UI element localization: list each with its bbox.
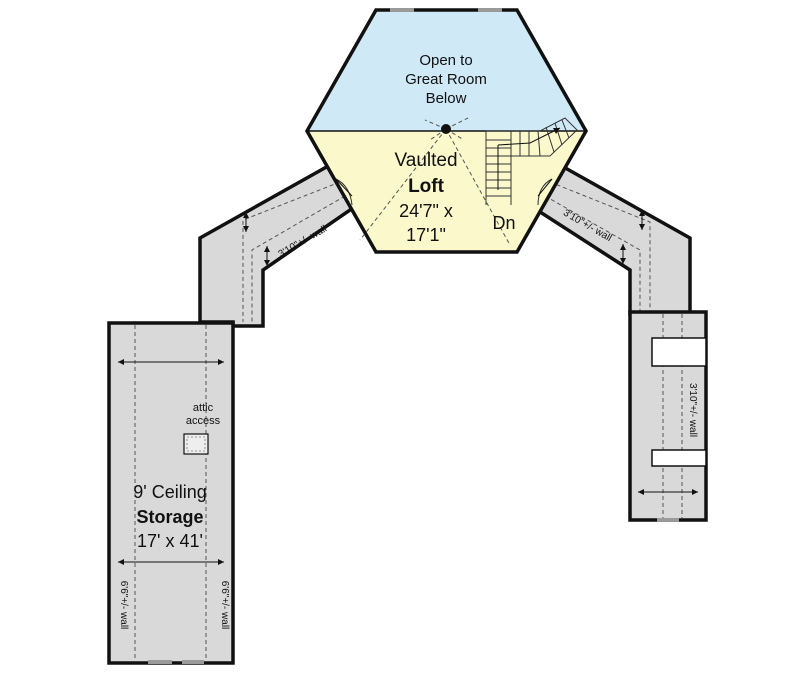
open-to-below-line1: Open to xyxy=(419,52,472,69)
loft-dim2: 17'1" xyxy=(406,225,446,245)
attic-access-line2: access xyxy=(186,415,221,427)
right-storage-wall-note: 3'10"+/- wall xyxy=(687,383,698,437)
right-storage-width-arrow xyxy=(638,489,698,495)
hex-window xyxy=(390,8,414,12)
right-wing-attic xyxy=(534,162,692,316)
right-storage-knee-box xyxy=(651,449,707,467)
attic-access-hatch-inner xyxy=(186,436,206,452)
storage-dims: 17' x 41' xyxy=(137,531,203,551)
right-wing-dashed-guide xyxy=(549,181,651,314)
loft-hexagon-walls xyxy=(304,8,589,254)
attic-access-hatch xyxy=(183,433,209,455)
right-wing-dashed-guide xyxy=(544,195,641,314)
attic-access-line1: attic xyxy=(193,402,214,414)
open-to-below-line3: Below xyxy=(426,90,467,107)
storage-name: Storage xyxy=(136,507,203,527)
loft-name: Loft xyxy=(408,176,445,197)
left-wing-dashed-guide xyxy=(251,195,346,322)
main-storage-window xyxy=(182,660,204,664)
main-storage-window xyxy=(148,660,172,664)
left-door-swing xyxy=(335,178,353,206)
right-door-leaf xyxy=(537,178,553,197)
storage-left-wall-note: 6'6"+/- wall xyxy=(118,581,129,630)
stair-down-label: Dn xyxy=(492,213,515,233)
hex-window xyxy=(478,8,502,12)
left-wing-attic xyxy=(198,162,356,328)
storage-ceiling-label: 9' Ceiling xyxy=(133,482,206,502)
right-wing-arrows xyxy=(620,210,645,264)
right-storage-knee-box xyxy=(651,337,707,367)
right-storage-window xyxy=(657,518,679,522)
loft-dim1: 24'7" x xyxy=(399,201,453,221)
loft-vaulted-label: Vaulted xyxy=(394,150,457,171)
stair xyxy=(485,117,578,205)
right-door-swing xyxy=(537,178,553,206)
storage-right-wall-note: 6'6"+/- wall xyxy=(219,581,230,630)
ceiling-light-icon xyxy=(441,124,451,134)
left-door-leaf xyxy=(335,178,353,197)
main-storage xyxy=(107,321,235,665)
left-wing-arrows xyxy=(243,212,270,266)
storage-width-arrow xyxy=(118,359,224,565)
open-to-below-line2: Great Room xyxy=(405,71,487,88)
